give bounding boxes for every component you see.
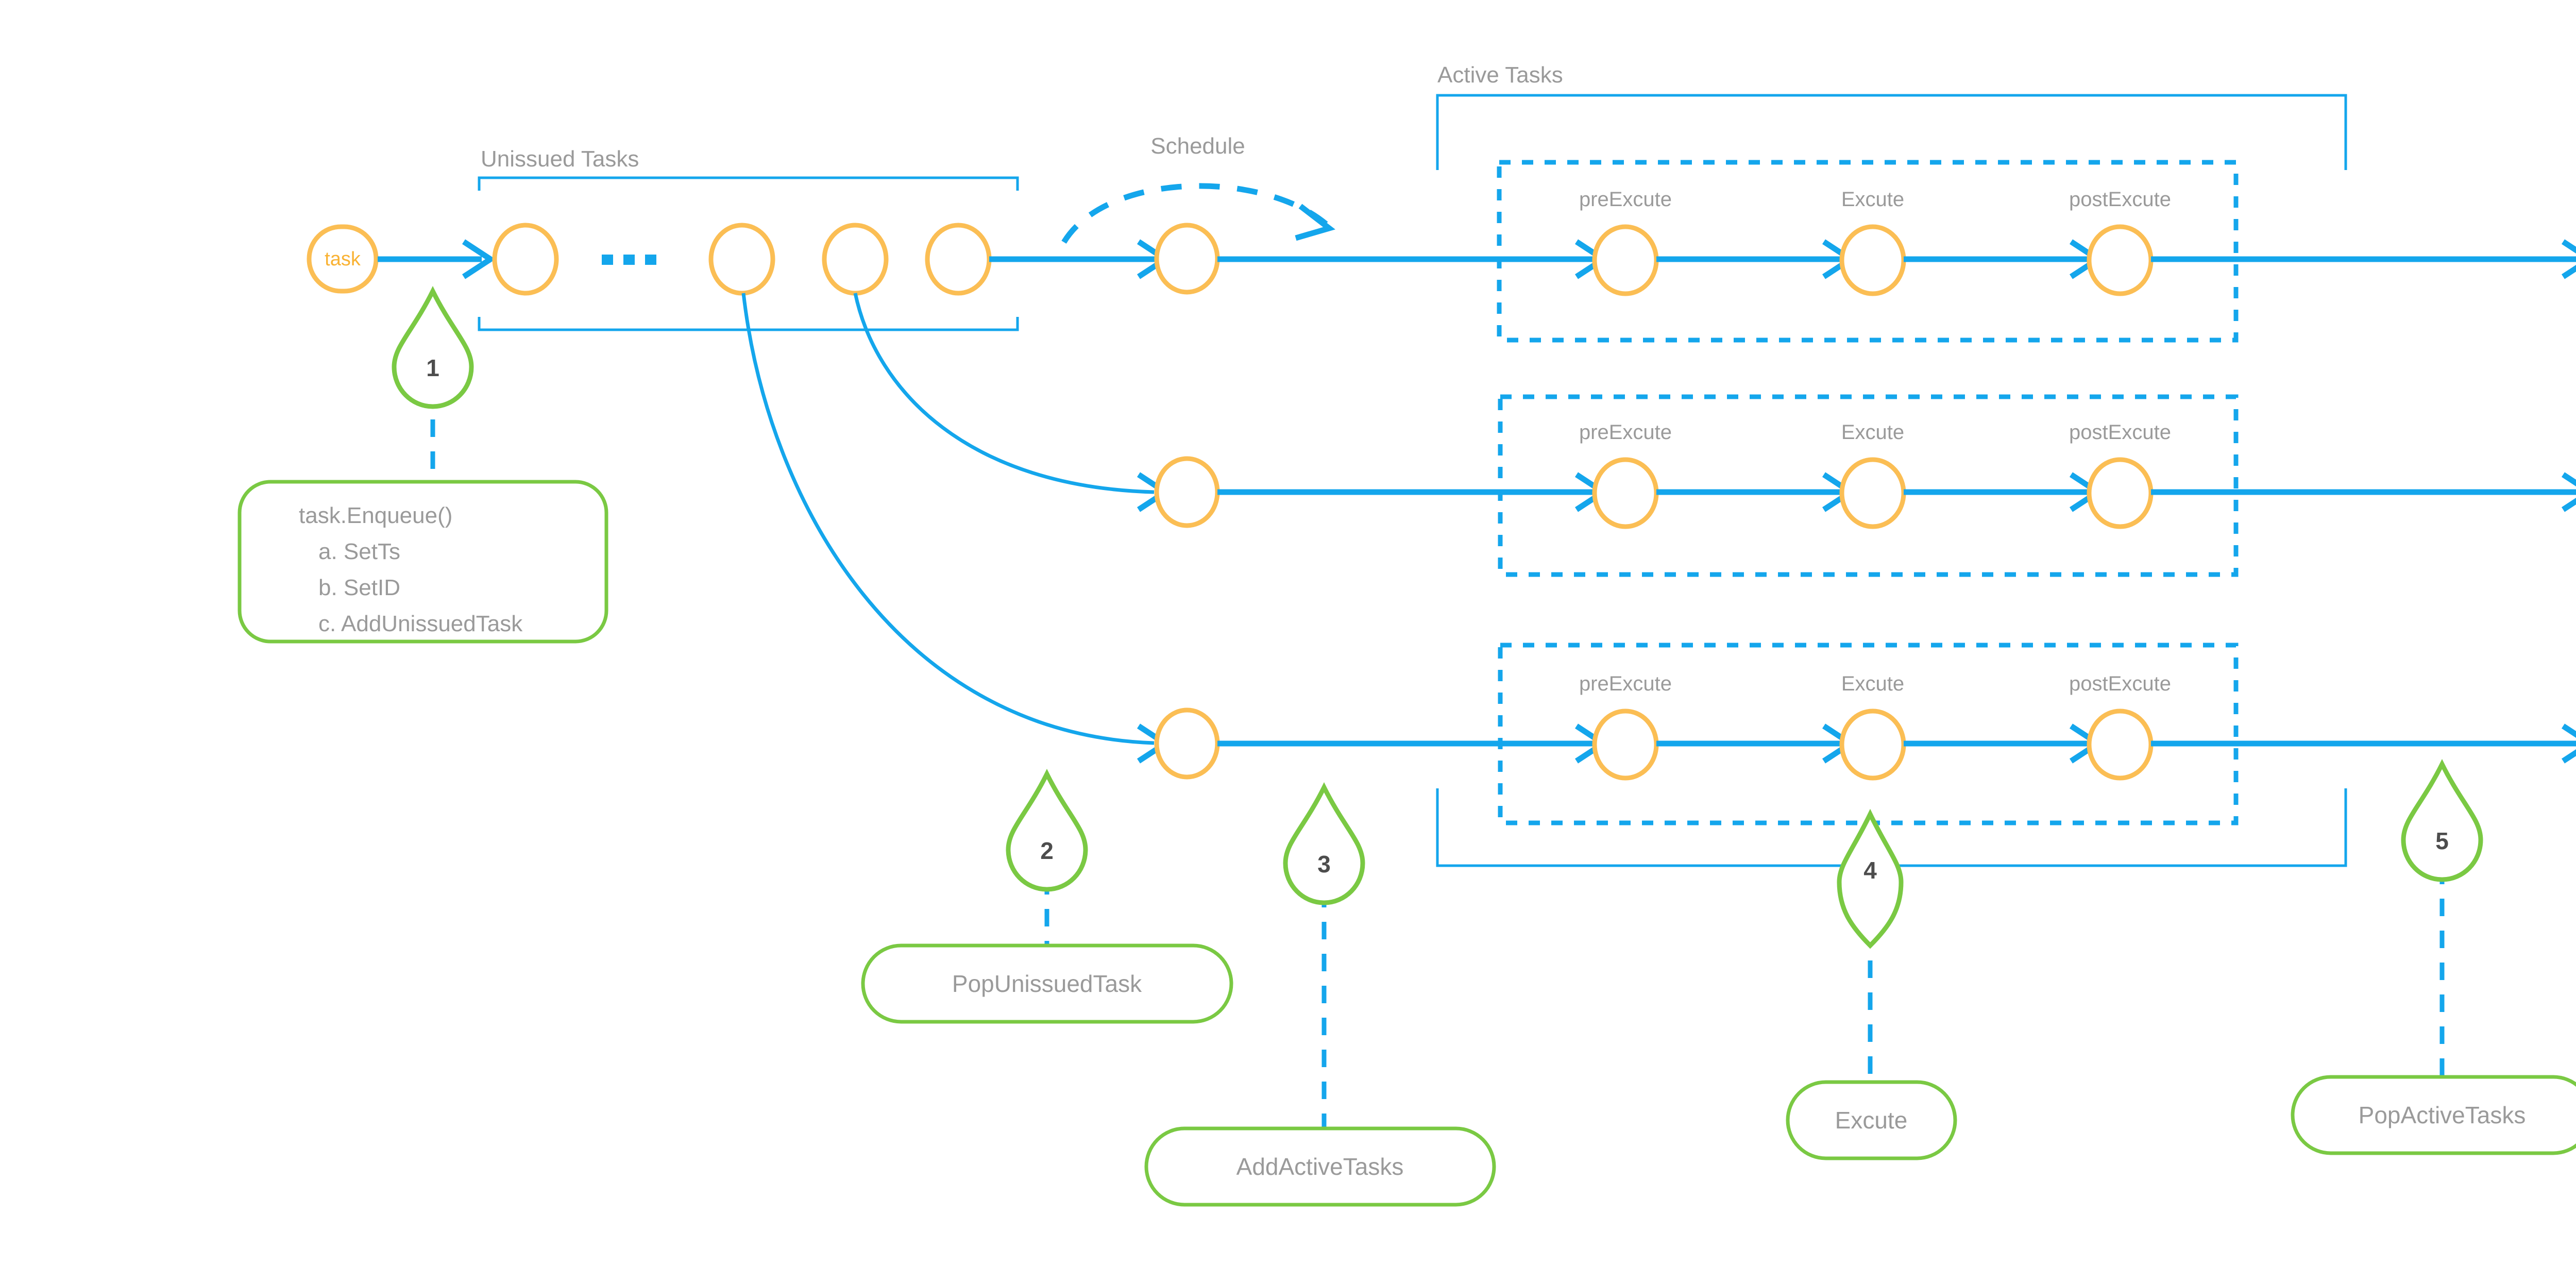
stage-label-post: postExcute: [2069, 421, 2171, 444]
stage-box: [1498, 643, 2239, 825]
edge-queue-to-row1: [989, 242, 1165, 277]
callout-2: 2 PopUnissuedTask: [861, 768, 1233, 1024]
callout-number-1: 1: [426, 355, 439, 381]
task-source-node: task: [307, 224, 379, 294]
callout-number-4: 4: [1863, 857, 1877, 884]
stage-label-exec: Excute: [1841, 188, 1904, 211]
note-line-3: c. AddUnissuedTask: [318, 611, 523, 636]
stage-box: [1497, 160, 2239, 343]
note-line-1: a. SetTs: [318, 539, 400, 564]
row-entry-node: [1154, 707, 1220, 780]
callout-marker-2: [1006, 768, 1088, 892]
stage-node-post: [2087, 709, 2154, 781]
queue-node: [925, 223, 992, 296]
callout-number-3: 3: [1317, 851, 1331, 878]
task-source-label: task: [325, 248, 361, 270]
stage-label-pre: preExcute: [1579, 672, 1672, 695]
callout-number-2: 2: [1040, 837, 1054, 864]
row-entry-node: [1154, 223, 1220, 295]
row-1: preExcute Excute postExcute: [1154, 160, 2576, 343]
stage-node-pre: [1592, 457, 1659, 529]
callout-pill-3: [1144, 1126, 1496, 1207]
stage-box: [1498, 394, 2239, 577]
row-2: preExcute Excute postExcute: [853, 293, 2576, 577]
stage-label-post: postExcute: [2069, 188, 2171, 211]
callout-pill-4: [1786, 1080, 1957, 1160]
stage-node-exec: [1839, 224, 1906, 296]
stage-node-post: [2087, 224, 2154, 296]
callout-4: 4 Excute: [1786, 808, 1957, 1160]
stage-label-exec: Excute: [1841, 421, 1904, 444]
unissued-tasks-label: Unissued Tasks: [481, 146, 639, 172]
callout-3: 3 AddActiveTasks: [1144, 782, 1496, 1207]
callout-label-5: PopActiveTasks: [2359, 1102, 2526, 1128]
callout-label-3: AddActiveTasks: [1236, 1153, 1404, 1180]
stage-node-post: [2087, 457, 2154, 529]
callout-marker-1: [392, 285, 474, 409]
callout-label-2: PopUnissuedTask: [952, 970, 1142, 997]
stage-node-pre: [1592, 224, 1659, 296]
active-tasks-label: Active Tasks: [1437, 62, 1563, 88]
queue-node: [822, 223, 889, 296]
row-entry-node: [1154, 456, 1220, 528]
callout-label-4: Excute: [1835, 1107, 1908, 1134]
callout-pill-5: [2291, 1075, 2576, 1155]
stage-label-pre: preExcute: [1579, 421, 1672, 444]
schedule-label: Schedule: [1150, 133, 1245, 159]
stage-label-exec: Excute: [1841, 672, 1904, 695]
row-3: preExcute Excute postExcute: [741, 293, 2576, 825]
stage-node-exec: [1839, 457, 1906, 529]
note-line-2: b. SetID: [318, 575, 400, 600]
note-line-0: task.Enqueue(): [299, 503, 452, 528]
unissued-queue-nodes: [492, 223, 992, 296]
callout-5: 5 PopActiveTasks: [2291, 758, 2576, 1155]
queue-node: [708, 223, 775, 296]
callout-marker-4: [1837, 808, 1904, 949]
callout-number-5: 5: [2435, 828, 2449, 854]
schedule-arc: [1061, 183, 1335, 244]
callout-note-box: [238, 480, 608, 644]
callout-marker-5: [2401, 758, 2483, 882]
callout-pill-2: [861, 943, 1233, 1024]
callout-1: 1 task.Enqueue() a. SetTs b. SetID c. Ad…: [238, 285, 608, 644]
stage-node-pre: [1592, 709, 1659, 781]
queue-ellipsis: [602, 255, 656, 265]
stage-node-exec: [1839, 709, 1906, 781]
stage-label-post: postExcute: [2069, 672, 2171, 695]
queue-node: [492, 223, 559, 296]
edge-task-to-queue: [378, 242, 490, 277]
stage-label-pre: preExcute: [1579, 188, 1672, 211]
callout-marker-3: [1283, 782, 1365, 905]
